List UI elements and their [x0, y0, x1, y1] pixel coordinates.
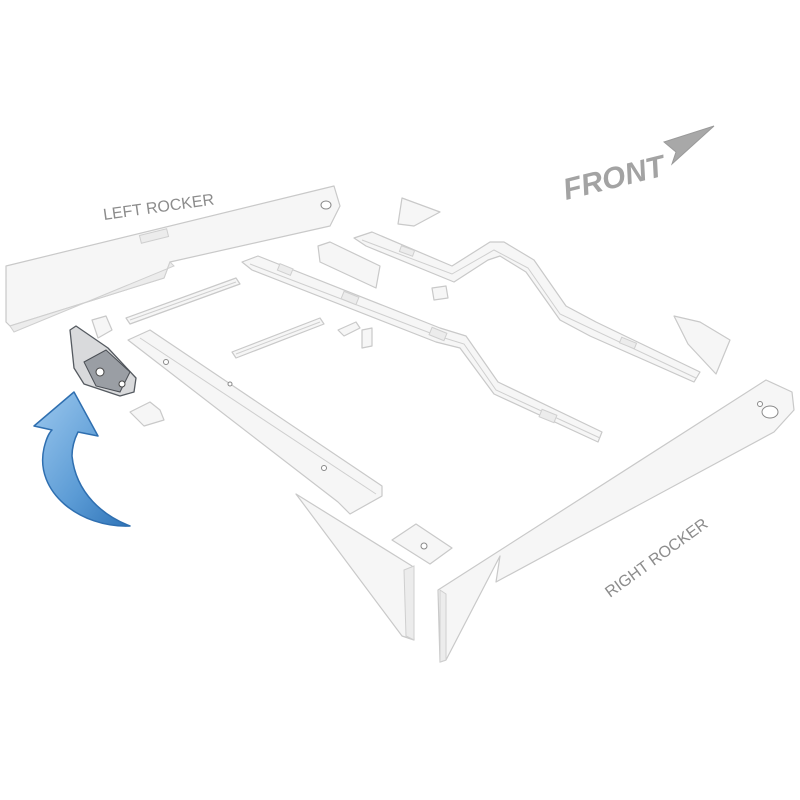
right-rocker-label: RIGHT ROCKER — [602, 516, 711, 602]
small-lower-bracket — [129, 401, 165, 427]
front-label: FRONT — [560, 149, 671, 207]
left-frame-rail — [127, 329, 383, 515]
top-box-bracket — [317, 241, 381, 289]
middle-short-brace — [231, 317, 325, 359]
small-tab-1 — [337, 321, 361, 337]
small-tab-2 — [361, 327, 373, 349]
rear-frame-rail — [353, 231, 701, 383]
small-tab-4 — [91, 315, 113, 339]
curved-arrow-icon — [33, 391, 131, 527]
front-bracket-small — [397, 197, 441, 227]
right-rocker-panel — [437, 379, 795, 663]
lower-small-bracket — [391, 523, 453, 565]
left-short-brace — [125, 277, 241, 325]
small-tab-3 — [431, 285, 449, 301]
highlighted-body-mount-bracket — [69, 325, 137, 397]
center-frame-rail — [241, 255, 603, 443]
front-arrow-icon — [662, 125, 715, 166]
left-rocker-panel — [5, 185, 341, 333]
right-rear-bracket — [673, 315, 731, 375]
lower-left-gusset — [295, 493, 415, 641]
